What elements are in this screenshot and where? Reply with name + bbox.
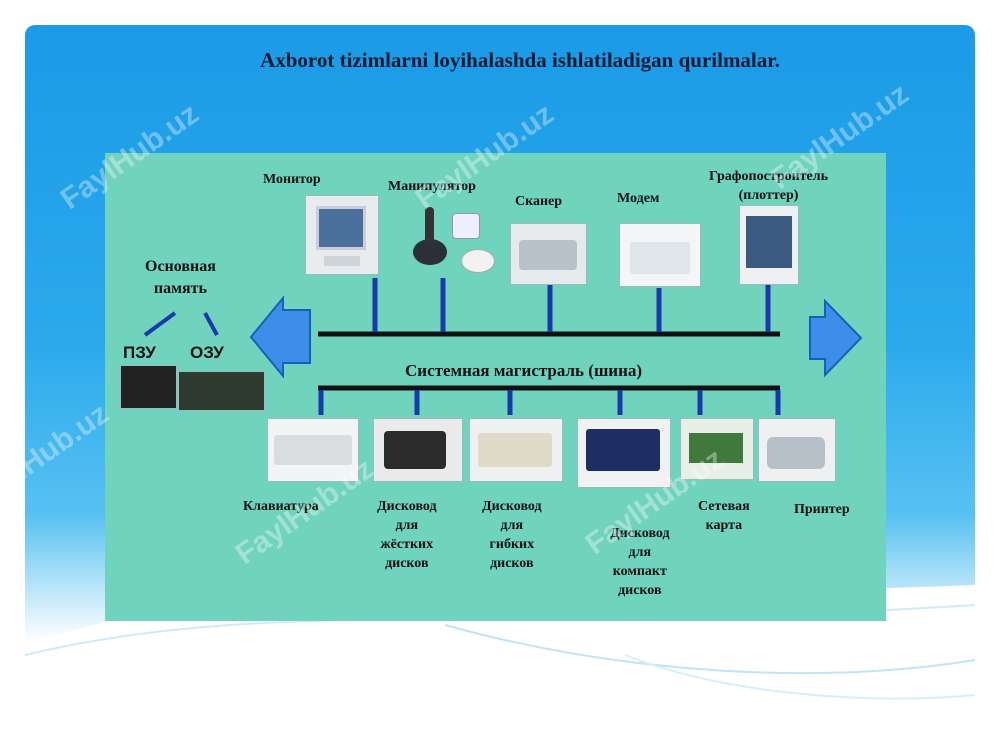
label-memory: Основная память [145, 256, 216, 299]
label-network-card: Сетевая карта [698, 498, 750, 536]
modem-body [630, 242, 690, 274]
label-manipulator: Манипулятор [388, 179, 476, 194]
monitor-screen [316, 206, 366, 250]
fdd-body [478, 433, 552, 467]
label-ram: ОЗУ [190, 343, 224, 362]
device-diagram: Монитор Манипулятор Сканер Модем Графопо… [105, 153, 886, 621]
label-hdd-line1: Дисковод [377, 499, 437, 514]
label-rom: ПЗУ [123, 343, 156, 362]
label-plotter-line2: (плоттер) [738, 187, 799, 203]
manipulator-image [405, 195, 495, 281]
diagram-lines [143, 278, 863, 415]
label-scanner: Сканер [515, 194, 563, 209]
label-plotter-line1: Графопостроитель [709, 169, 829, 184]
label-memory-line2: память [153, 279, 207, 297]
left-arrow [249, 295, 311, 379]
label-monitor: Монитор [263, 172, 321, 187]
label-keyboard: Клавиатура [243, 499, 319, 514]
label-memory-line1: Основная [145, 258, 216, 275]
label-fdd-line2: для [500, 517, 524, 533]
plotter-paper [746, 216, 792, 268]
rom-chip-image [120, 365, 177, 409]
label-network-line2: карта [705, 517, 743, 533]
label-fdd-line3: гибких [489, 536, 535, 552]
label-hdd: Дисковод для жёстких дисков [377, 498, 437, 574]
keyboard-keys [274, 435, 352, 465]
joystick-handle [425, 207, 434, 243]
label-cd-line1: Дисковод [610, 526, 670, 541]
label-fdd-line4: дисков [490, 555, 534, 571]
label-cd-line4: дисков [618, 582, 662, 598]
right-arrow [809, 298, 863, 378]
printer-body [767, 437, 825, 469]
hdd-body [384, 431, 446, 469]
slide-title: Axborot tizimlarni loyihalashda ishlatil… [260, 48, 780, 72]
label-plotter: Графопостроитель (плоттер) [709, 168, 828, 206]
label-printer: Принтер [794, 502, 850, 517]
plotter-image [739, 205, 799, 285]
label-system-bus: Системная магистраль (шина) [405, 361, 643, 380]
label-cd-line3: компакт [612, 563, 667, 579]
label-hdd-line4: дисков [385, 555, 429, 571]
trackball [452, 213, 480, 239]
scanner-image [510, 223, 587, 285]
fdd-image [469, 418, 563, 482]
network-card-image [680, 418, 754, 480]
hdd-image [373, 418, 463, 482]
label-fdd-line1: Дисковод [482, 499, 542, 514]
modem-image [619, 223, 701, 287]
monitor-image [305, 195, 379, 275]
monitor-stand [324, 256, 360, 266]
printer-image [758, 418, 836, 482]
mouse [461, 249, 495, 273]
label-modem: Модем [617, 191, 660, 206]
label-hdd-line3: жёстких [380, 536, 434, 552]
joystick-base [413, 239, 447, 265]
ram-module-image [178, 371, 265, 411]
label-cd-drive: Дисковод для компакт дисков [610, 525, 670, 601]
label-fdd: Дисковод для гибких дисков [482, 498, 542, 574]
label-hdd-line2: для [395, 517, 419, 533]
network-card-board [689, 433, 743, 463]
label-network-line1: Сетевая [698, 499, 750, 514]
memory-line-rom [143, 311, 177, 337]
memory-line-ram [203, 312, 219, 336]
cd-drive-image [577, 418, 671, 488]
keyboard-image [267, 418, 359, 482]
scanner-body [519, 240, 577, 270]
cd-drive-body [586, 429, 660, 471]
label-cd-line2: для [628, 544, 652, 560]
